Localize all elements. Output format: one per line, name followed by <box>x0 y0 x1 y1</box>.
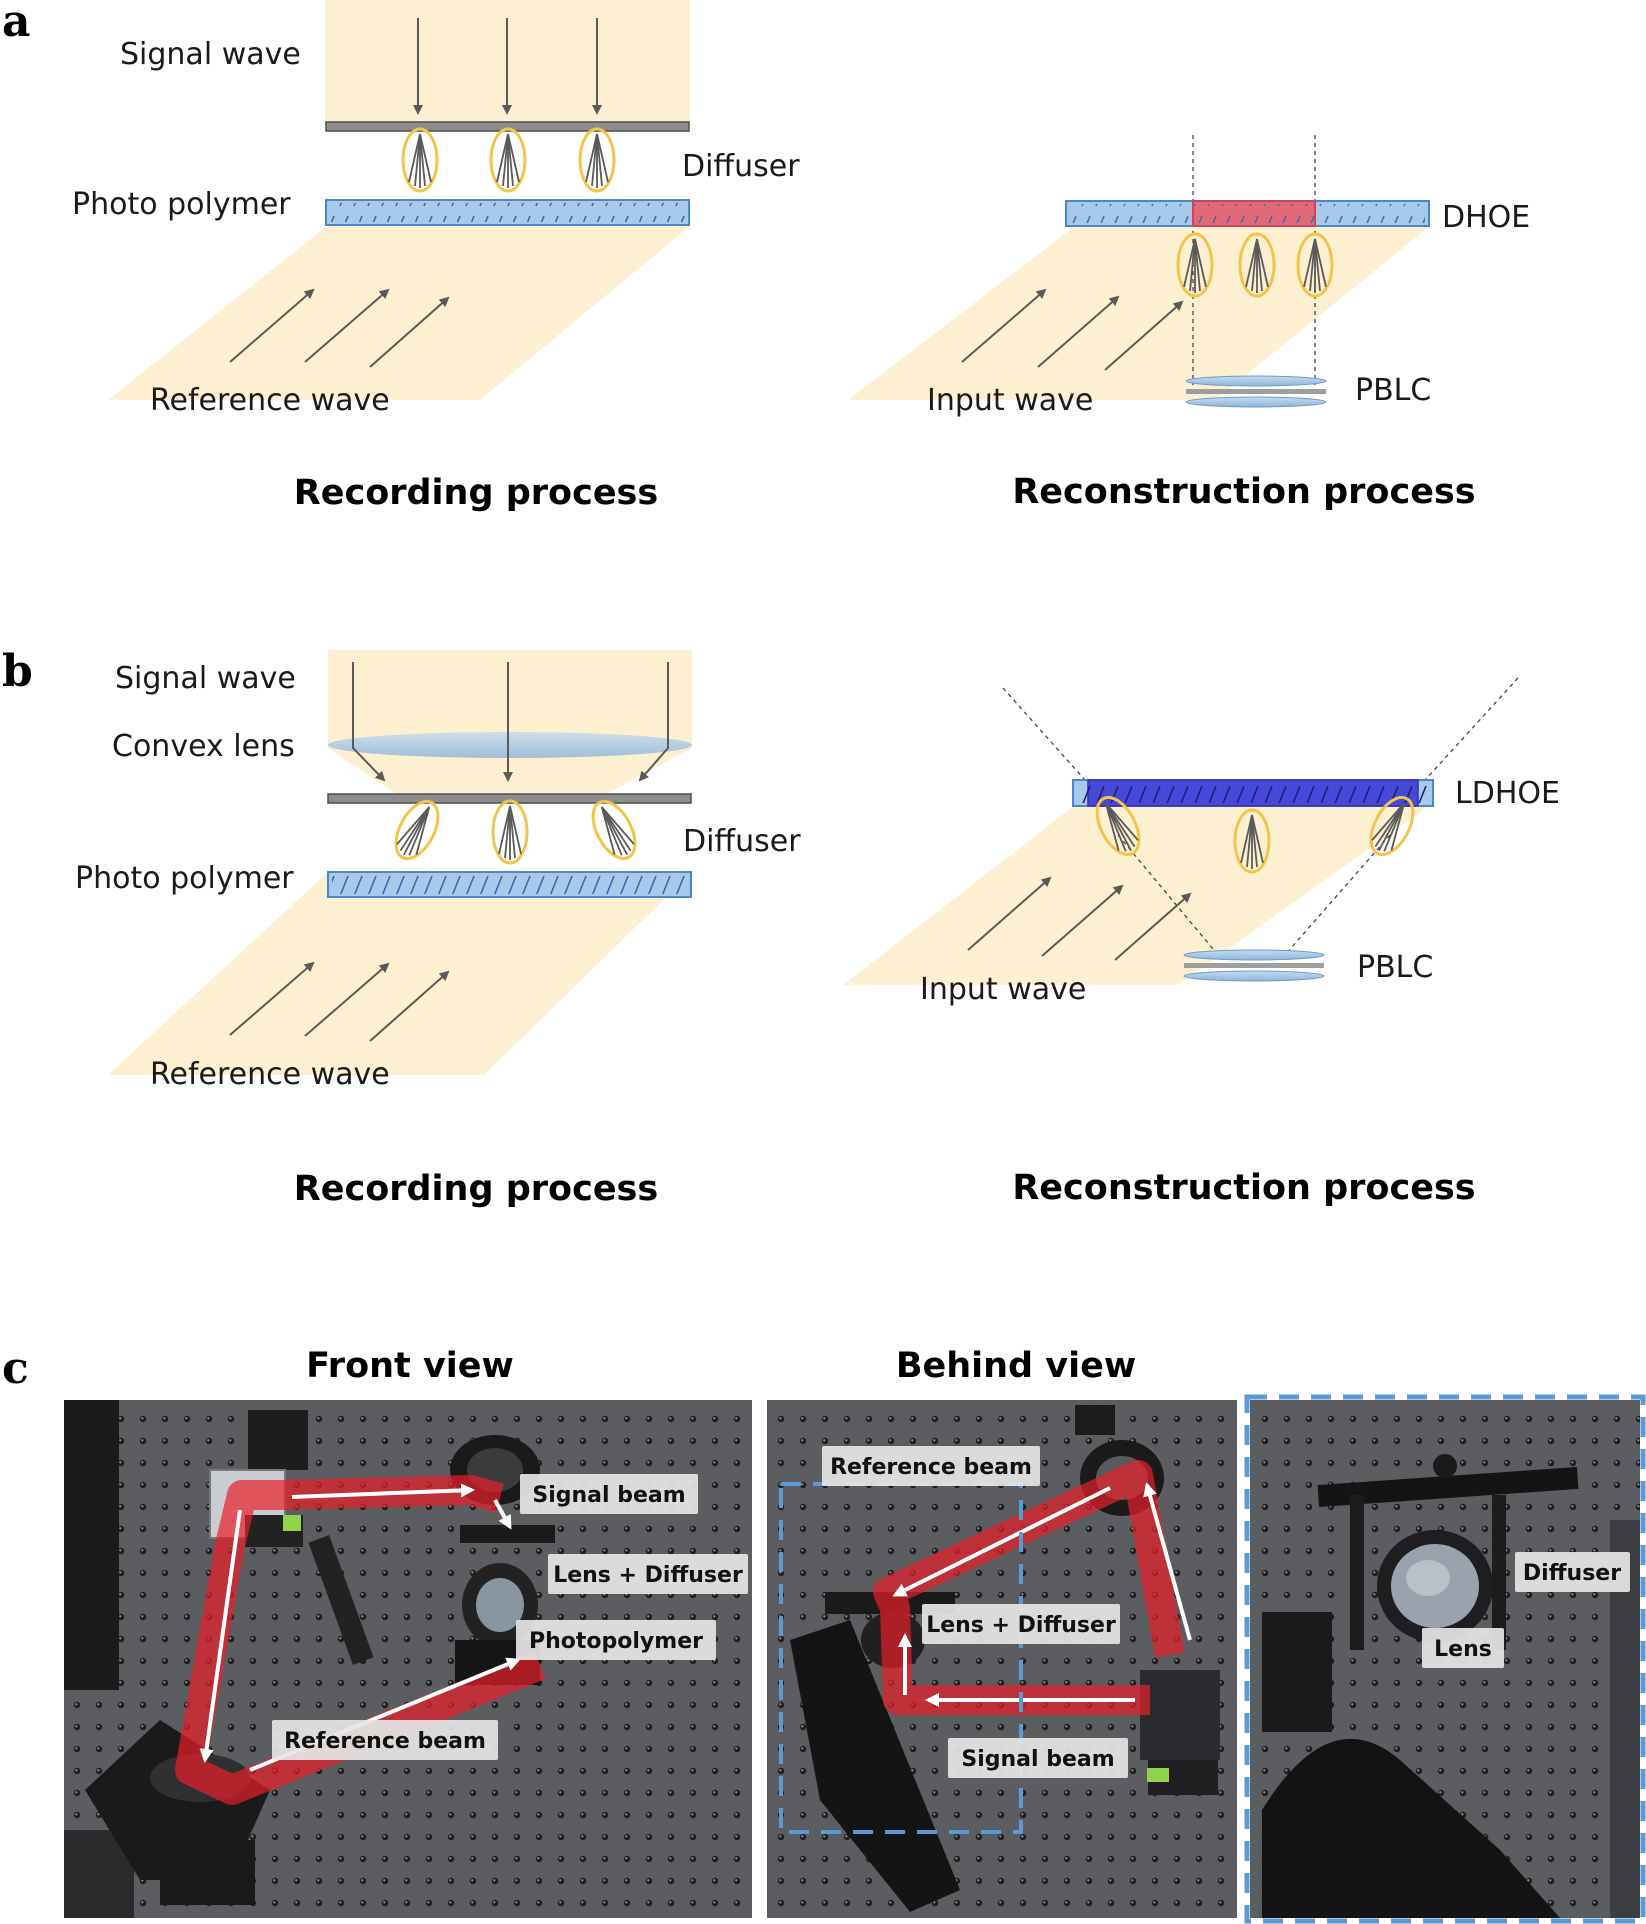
reconstruction-process-title: Reconstruction process <box>1012 1168 1475 1208</box>
behind-lens-diffuser-label: Lens + Diffuser <box>926 1613 1116 1638</box>
panel-letter-a: a <box>2 0 31 47</box>
input-arrow <box>967 876 1052 951</box>
dhoe-scatter-cones <box>1176 232 1334 298</box>
focus-line <box>1117 834 1219 956</box>
panel-letter-c: c <box>2 1343 29 1394</box>
signal-arrow <box>352 662 386 782</box>
guide-line <box>1002 687 1086 781</box>
reconstruction-process-title: Reconstruction process <box>1012 472 1475 512</box>
behind-reference-beam-label: Reference beam <box>830 1455 1032 1480</box>
panel-b-recording: Signal wave Convex lens Diffuser Photo p… <box>75 650 801 1209</box>
dhoe-hatch <box>1070 204 1425 223</box>
behind-view-title: Behind view <box>896 1346 1136 1386</box>
diffuser-scatter-cones <box>401 127 616 193</box>
panel-a-reconstruction: DHOE PBLC Input wave Reconstruction proc… <box>848 135 1530 512</box>
diffuser-scatter-cones <box>394 799 637 865</box>
input-arrow <box>1041 884 1124 957</box>
convex-lens <box>328 732 692 758</box>
photo-polymer-hatch <box>330 203 685 222</box>
signal-beam-region <box>328 650 692 793</box>
ldhoe-hatch <box>1077 783 1429 803</box>
signal-wave-label: Signal wave <box>120 37 301 72</box>
reference-wave-label: Reference wave <box>150 383 390 418</box>
diffuser-label: Diffuser <box>682 149 800 184</box>
reference-arrow <box>304 962 390 1037</box>
reference-arrow <box>229 288 315 363</box>
reference-arrow <box>304 288 390 363</box>
input-arrow <box>1114 892 1192 961</box>
reference-arrow <box>369 970 450 1042</box>
reference-wave-label: Reference wave <box>150 1057 390 1092</box>
ldhoe-scatter-cones <box>1095 795 1415 874</box>
signal-wave-label: Signal wave <box>115 661 296 696</box>
front-view-title: Front view <box>306 1346 514 1386</box>
detail-lens-label: Lens <box>1434 1637 1492 1662</box>
detail-photo: Diffuser Lens <box>1244 1394 1646 1924</box>
pblc-element <box>1185 375 1327 408</box>
diffuser-label: Diffuser <box>683 824 801 859</box>
panel-letter-b: b <box>2 646 33 697</box>
input-wave-label: Input wave <box>927 383 1093 418</box>
detail-region-box <box>779 1482 1023 1834</box>
pblc-label: PBLC <box>1355 373 1431 408</box>
photo-polymer-label: Photo polymer <box>72 187 291 222</box>
front-reference-beam-label: Reference beam <box>284 1729 486 1754</box>
front-photopolymer-label: Photopolymer <box>529 1629 703 1654</box>
behind-view-photo: Reference beam Lens + Diffuser Signal be… <box>767 1400 1237 1918</box>
pblc-element <box>1183 949 1325 982</box>
front-view-photo: Signal beam Lens + Diffuser Photopolymer… <box>64 1400 752 1918</box>
reference-arrow <box>229 961 315 1036</box>
diffuser-plate <box>327 793 692 804</box>
guide-line <box>1424 677 1519 781</box>
input-beam-region <box>843 805 1430 985</box>
input-arrow <box>1104 300 1184 371</box>
recording-process-title: Recording process <box>294 473 658 513</box>
panel-b-reconstruction: LDHOE PBLC Input wave Reconstruction pro… <box>843 677 1560 1208</box>
reference-beam-region <box>108 872 692 1075</box>
ldhoe-label: LDHOE <box>1455 776 1560 811</box>
reference-beam-region <box>108 226 690 400</box>
front-signal-beam-label: Signal beam <box>532 1483 685 1508</box>
panel-a-recording: Signal wave Diffuser Photo polymer Refer… <box>72 0 800 513</box>
detail-frame <box>1244 1394 1646 1924</box>
detail-diffuser-label: Diffuser <box>1523 1561 1621 1586</box>
input-arrow <box>1037 295 1120 368</box>
front-lens-diffuser-label: Lens + Diffuser <box>553 1563 743 1588</box>
reference-arrow <box>369 296 450 368</box>
diffuser-plate <box>325 121 690 132</box>
recording-process-title: Recording process <box>294 1169 658 1209</box>
photo-polymer-hatch <box>332 875 687 894</box>
convex-lens-label: Convex lens <box>112 729 295 764</box>
dhoe-label: DHOE <box>1442 200 1530 235</box>
pblc-label: PBLC <box>1357 950 1433 985</box>
input-wave-label: Input wave <box>920 972 1086 1007</box>
focus-line <box>1284 834 1391 956</box>
input-beam-region <box>848 226 1430 400</box>
behind-signal-beam-label: Signal beam <box>961 1747 1114 1772</box>
input-arrow <box>961 288 1047 363</box>
photo-polymer-label: Photo polymer <box>75 861 294 896</box>
signal-arrow <box>638 662 669 782</box>
